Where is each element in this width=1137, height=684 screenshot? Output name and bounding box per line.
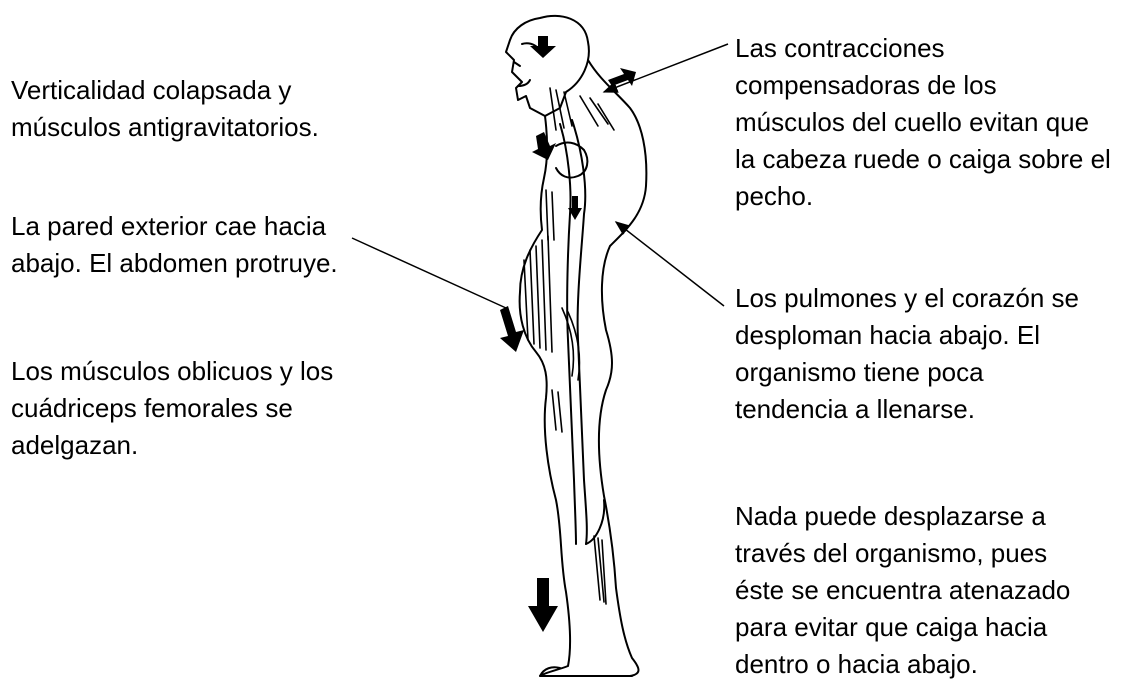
body-outline (505, 14, 648, 677)
leader-line-lungs (614, 221, 725, 307)
head-outline (505, 14, 590, 117)
label-neck-contractions: Las contracciones compensadoras de los m… (735, 33, 1111, 211)
down-arrow-icon (528, 578, 558, 632)
back-outline (587, 59, 648, 677)
label-collapsed-verticality: Verticalidad colapsada y músculos antigr… (11, 75, 319, 142)
hand-outline (555, 141, 589, 179)
down-arrow-icon (532, 132, 556, 160)
front-torso-outline (518, 115, 633, 677)
label-oblique-muscles: Los músculos oblicuos y los cuádriceps f… (11, 356, 334, 460)
force-arrows (500, 36, 636, 632)
leader-lines (351, 43, 729, 309)
label-abdominal-wall: La pared exterior cae hacia abajo. El ab… (11, 211, 338, 278)
down-arrow-icon (500, 306, 524, 352)
curved-arrow-icon (608, 68, 636, 86)
up-arrow-icon (568, 196, 582, 220)
label-lungs-heart: Los pulmones y el corazón se desploman h… (735, 283, 1079, 424)
leader-line-abdomen (351, 237, 507, 309)
leader-line-neck (602, 43, 729, 93)
label-nothing-moves: Nada puede desplazarse a través del orga… (735, 501, 1071, 679)
muscle-shading (523, 87, 615, 605)
down-arrow-icon (530, 36, 556, 58)
